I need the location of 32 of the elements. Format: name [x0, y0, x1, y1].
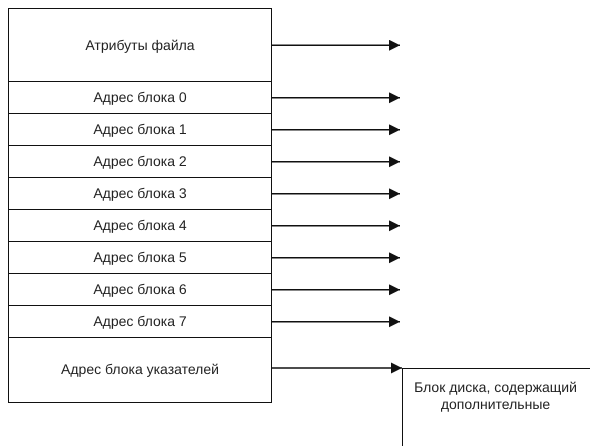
arrow	[272, 284, 400, 296]
table-row	[8, 113, 272, 146]
table-row	[8, 273, 272, 306]
row-label: Адрес блока 5	[93, 249, 187, 266]
arrow	[272, 252, 400, 264]
table-row	[8, 8, 272, 82]
row-label: Адрес блока 6	[93, 281, 187, 298]
row-label: Адрес блока 0	[93, 89, 187, 106]
row-label: Адрес блока указателей	[61, 361, 219, 378]
disk-block-box	[402, 368, 590, 446]
arrow	[272, 316, 400, 328]
arrow	[272, 40, 400, 51]
table-row	[8, 305, 272, 338]
row-label: Блок диска, содержащий дополнительные	[413, 379, 578, 413]
arrow	[272, 92, 400, 104]
arrow	[272, 362, 402, 374]
table-row	[8, 209, 272, 242]
arrow	[272, 220, 400, 232]
arrow	[272, 124, 400, 136]
arrow	[272, 188, 400, 200]
row-label: Адрес блока 7	[93, 313, 187, 330]
table-row	[8, 241, 272, 274]
arrow	[272, 156, 400, 168]
table-row	[8, 145, 272, 178]
row-label: Адрес блока 3	[93, 185, 187, 202]
row-label: Адрес блока 4	[93, 217, 187, 234]
table-row	[8, 337, 272, 402]
table-row	[8, 81, 272, 114]
table-row	[8, 177, 272, 210]
row-label: Адрес блока 2	[93, 153, 187, 170]
row-label: Атрибуты файла	[85, 36, 195, 54]
row-label: Адрес блока 1	[93, 121, 187, 138]
